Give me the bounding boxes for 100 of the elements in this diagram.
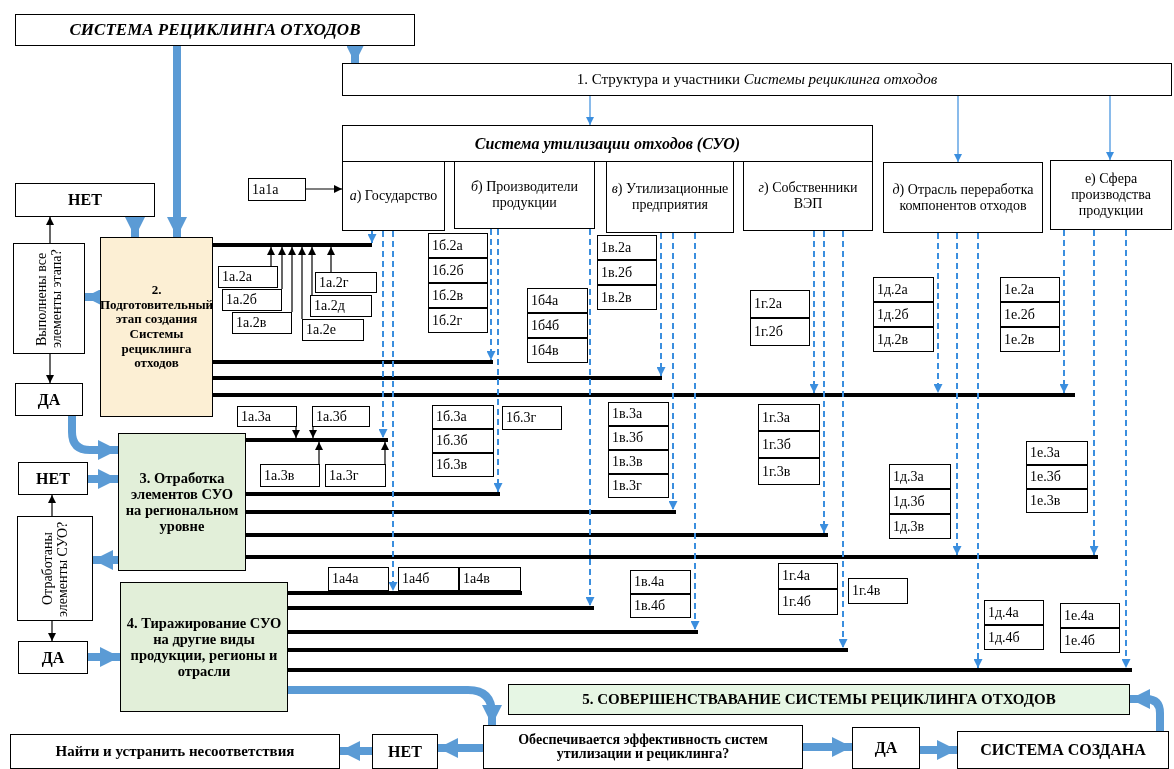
code-box: 1д.3б <box>889 489 951 514</box>
decision-box: Отработаны элементы СУО? <box>17 516 93 621</box>
arrow <box>288 246 296 313</box>
arrow <box>46 216 54 244</box>
code-box: 1б.2в <box>428 283 488 308</box>
outcome-box: НЕТ <box>18 462 88 495</box>
block-arrow <box>340 741 372 761</box>
code-box: 1е.4б <box>1060 628 1120 653</box>
stage-box: 5. СОВЕРШЕНСТВАВАНИЕ СИСТЕМЫ РЕЦИКЛИНГА ОТХОДОВ <box>508 684 1130 715</box>
title-box: СИСТЕМА РЕЦИКЛИНГА ОТХОДОВ <box>15 14 415 46</box>
arrow <box>309 426 317 439</box>
code-box: 1б.3г <box>502 406 562 430</box>
code-box: 1г.4а <box>778 563 838 589</box>
code-box: 1а.3а <box>237 406 297 427</box>
block-arrow <box>88 469 118 489</box>
outcome-box: ДА <box>15 383 83 416</box>
code-box: 1а4в <box>459 567 521 591</box>
code-box: 1а.2а <box>218 266 278 288</box>
block-arrow <box>346 46 364 63</box>
code-box: 1в.2б <box>597 260 657 285</box>
code-box: 1а4б <box>398 567 459 591</box>
code-box: 1е.4а <box>1060 603 1120 628</box>
arrow <box>48 620 56 642</box>
code-box: 1д.4б <box>984 625 1044 650</box>
code-box: 1д.3в <box>889 514 951 539</box>
code-box: 1в.2а <box>597 235 657 260</box>
outcome-box: ДА <box>18 641 88 674</box>
participant-box: е) Сфера производства продукции <box>1050 160 1172 230</box>
block-arrow <box>1130 689 1164 731</box>
code-box: 1б.2б <box>428 258 488 283</box>
arrow <box>954 95 962 163</box>
dashed-arrow <box>1121 229 1131 669</box>
arrow <box>586 95 594 126</box>
stage-box: 4. Тиражирование СУО на другие виды продукции, регионы и отрасли <box>120 582 288 712</box>
dashed-arrow <box>933 232 943 394</box>
participant-box: а) Государство <box>342 161 445 231</box>
code-box: 1а.3в <box>260 464 320 487</box>
arrow <box>308 246 316 296</box>
stage-box: 2. Подготовительный этап создания Системы рециклинга отходов <box>100 237 213 417</box>
decision-box: Обеспечивается эффективность систем утилизации и рециклинга? <box>483 725 803 769</box>
code-box: 1б4б <box>527 313 588 338</box>
block-arrow <box>803 737 852 757</box>
arrow <box>278 246 286 290</box>
code-box: 1б4в <box>527 338 588 363</box>
block-arrow <box>288 686 502 725</box>
code-box: 1д.2в <box>873 327 934 352</box>
block-arrow <box>88 647 120 667</box>
participant-box: б) Производители продукции <box>454 161 595 229</box>
decision-box: Выполнены все элементы этапа? <box>13 243 85 354</box>
code-box: 1г.2б <box>750 318 810 346</box>
code-box: 1г.4в <box>848 578 908 604</box>
code-box: 1в.4б <box>630 594 691 618</box>
participant-box: д) Отрасль переработка компонентов отходов <box>883 162 1043 233</box>
dashed-arrow <box>819 230 829 534</box>
code-box: 1в.3в <box>608 450 669 474</box>
stage-box: 3. Отработка элементов СУО на региональном уровне <box>118 433 246 571</box>
arrow <box>327 246 335 273</box>
code-box: 1д.2а <box>873 277 934 302</box>
code-box: 1д.2б <box>873 302 934 327</box>
code-box: 1г.3а <box>758 404 820 431</box>
code-box: 1е.2б <box>1000 302 1060 327</box>
arrow <box>46 353 54 384</box>
code-box: 1а1а <box>248 178 306 201</box>
arrow <box>315 441 323 465</box>
code-box: 1в.4а <box>630 570 691 594</box>
block-arrow <box>920 740 957 760</box>
code-box: 1б4а <box>527 288 588 313</box>
code-box: 1е.3б <box>1026 465 1088 489</box>
code-box: 1г.3б <box>758 431 820 458</box>
outcome-box: ДА <box>852 727 920 769</box>
code-box: 1а.2в <box>232 312 292 334</box>
dashed-arrow <box>1059 229 1069 394</box>
dashed-arrow <box>378 230 388 439</box>
code-box: 1г.3в <box>758 458 820 485</box>
dashed-arrow <box>486 228 496 361</box>
dashed-arrow <box>388 230 398 592</box>
code-box: 1д.3а <box>889 464 951 489</box>
section-header-box: Система утилизации отходов (СУО) <box>342 125 873 162</box>
dashed-arrow <box>656 232 666 377</box>
code-box: 1а.2г <box>315 272 377 293</box>
dashed-arrow <box>973 232 983 669</box>
code-box: 1е.2в <box>1000 327 1060 352</box>
result-box: СИСТЕМА СОЗДАНА <box>957 731 1169 769</box>
code-box: 1б.2г <box>428 308 488 333</box>
code-box: 1б.3б <box>432 429 494 453</box>
code-box: 1а.2б <box>222 289 282 311</box>
block-arrow <box>125 217 145 237</box>
participant-box: в) Утилизационные предприятия <box>606 161 734 233</box>
code-box: 1в.3а <box>608 402 669 426</box>
code-box: 1д.4а <box>984 600 1044 625</box>
dashed-arrow <box>952 232 962 556</box>
code-box: 1б.3в <box>432 453 494 477</box>
arrow <box>298 246 306 320</box>
dashed-arrow <box>809 230 819 394</box>
code-box: 1г.4б <box>778 589 838 615</box>
dashed-arrow <box>838 230 848 649</box>
code-box: 1а.3б <box>312 406 370 427</box>
code-box: 1в.2в <box>597 285 657 310</box>
code-box: 1в.3б <box>608 426 669 450</box>
dashed-arrow <box>585 228 595 607</box>
